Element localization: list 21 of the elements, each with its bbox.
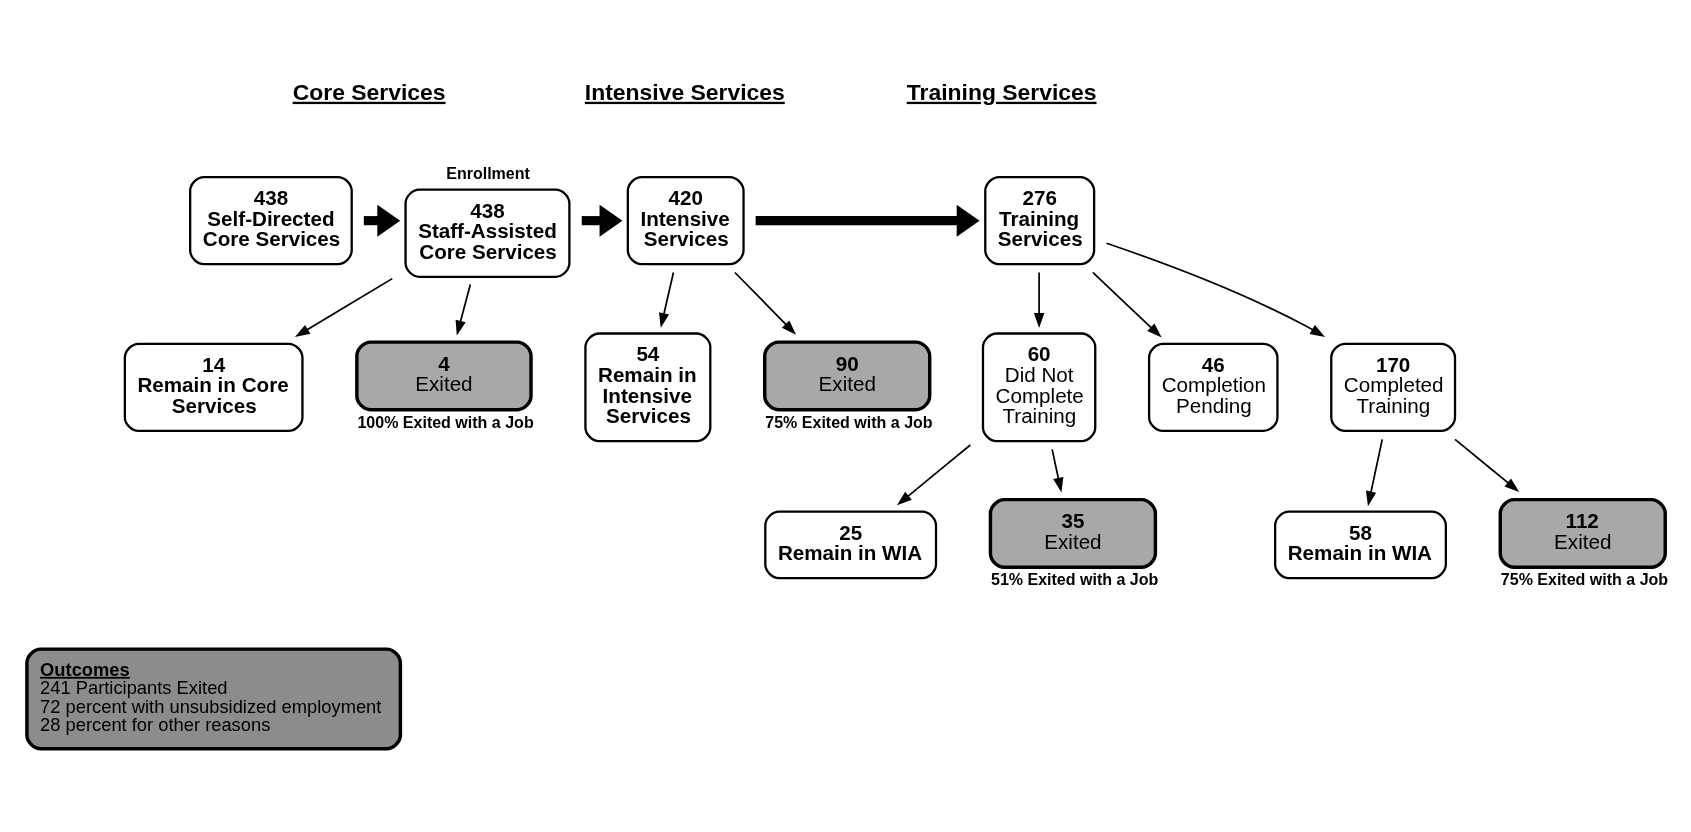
arrow [1365,438,1384,507]
arrow [1051,448,1064,493]
node-label: Enrollment [446,163,530,182]
arrow [455,283,472,336]
arrow [1454,438,1520,493]
arrow [1033,271,1045,328]
arrow [896,444,972,506]
label: Training Services [906,78,1097,105]
label: Core Services [292,78,446,105]
arrow [1091,271,1162,338]
arrow [581,204,623,237]
node-label: 51% Exited with a Job [991,570,1159,589]
arrow [659,271,675,328]
node-label: 100% Exited with a Job [357,412,534,431]
arrow [1105,242,1325,338]
arrow [294,277,394,338]
label: Intensive Services [584,78,785,105]
arrow [734,271,797,335]
node-label: 75% Exited with a Job [1500,570,1669,589]
node-label: 75% Exited with a Job [765,412,933,431]
arrow [755,204,980,237]
